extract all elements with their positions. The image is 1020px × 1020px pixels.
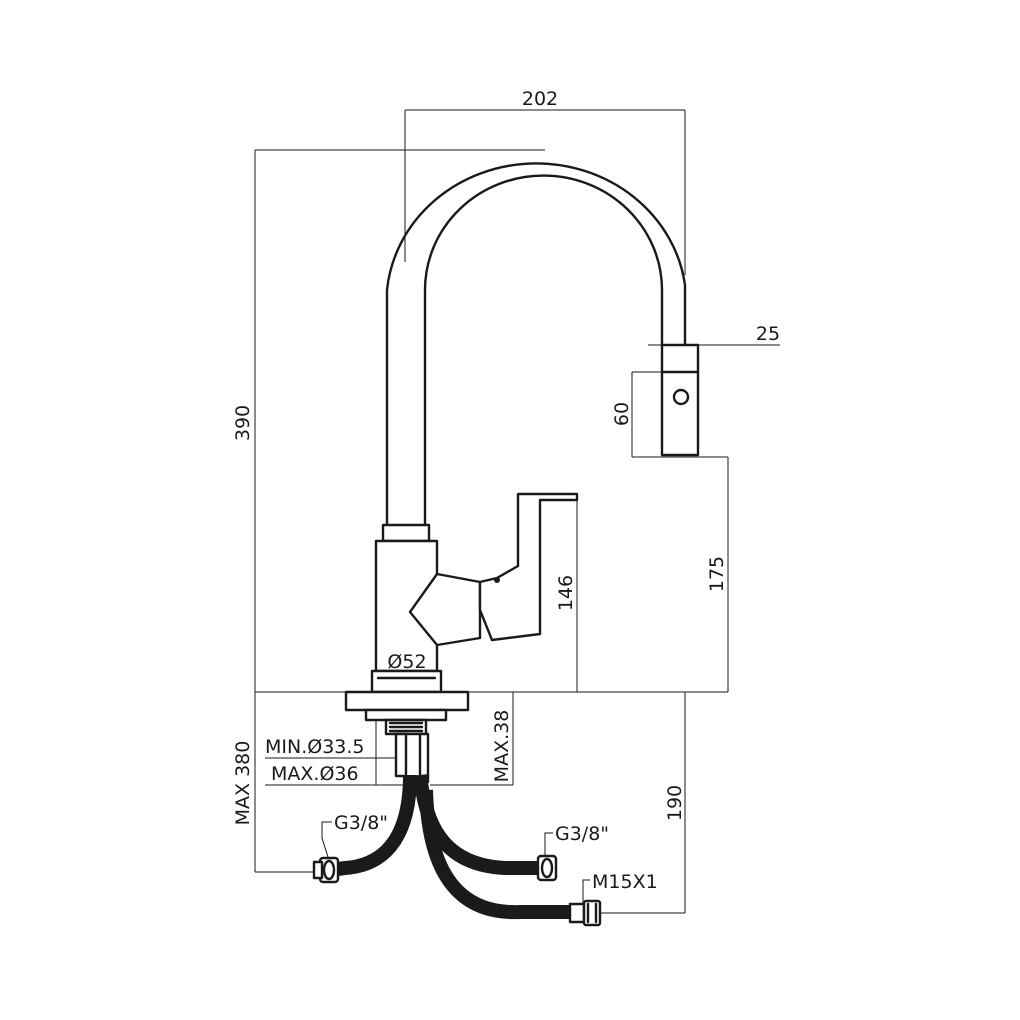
supply-hoses	[312, 774, 602, 927]
hole-min-label: MIN.Ø33.5	[265, 736, 365, 758]
spout-height-label: 175	[706, 556, 728, 592]
dimension-labels: 202 390 25 60 175 146 Ø52 MAX.38 MIN.Ø33…	[232, 88, 780, 893]
spray-hose-fitting	[568, 899, 602, 927]
lever-height-label: 146	[555, 575, 577, 611]
spray-button-icon	[672, 388, 690, 406]
right-hose-fitting	[536, 854, 558, 882]
body-diameter-label: Ø52	[387, 651, 426, 673]
hose-length-label: 190	[664, 785, 686, 821]
thread-right-label: G3/8"	[555, 823, 609, 845]
mounting-flange	[344, 690, 470, 712]
spray-diameter-label: 25	[756, 323, 780, 345]
thread-left-label: G3/8"	[334, 812, 388, 834]
spray-length-label: 60	[611, 402, 633, 426]
max-thickness-label: MAX.38	[491, 710, 513, 783]
left-hose-fitting	[312, 856, 340, 884]
max-hose-label: MAX 380	[232, 741, 254, 826]
height-label: 390	[232, 405, 254, 441]
thread-spray-label: M15X1	[592, 871, 658, 893]
width-label: 202	[522, 88, 558, 110]
faucet-body	[344, 162, 700, 784]
hole-max-label: MAX.Ø36	[271, 763, 359, 785]
